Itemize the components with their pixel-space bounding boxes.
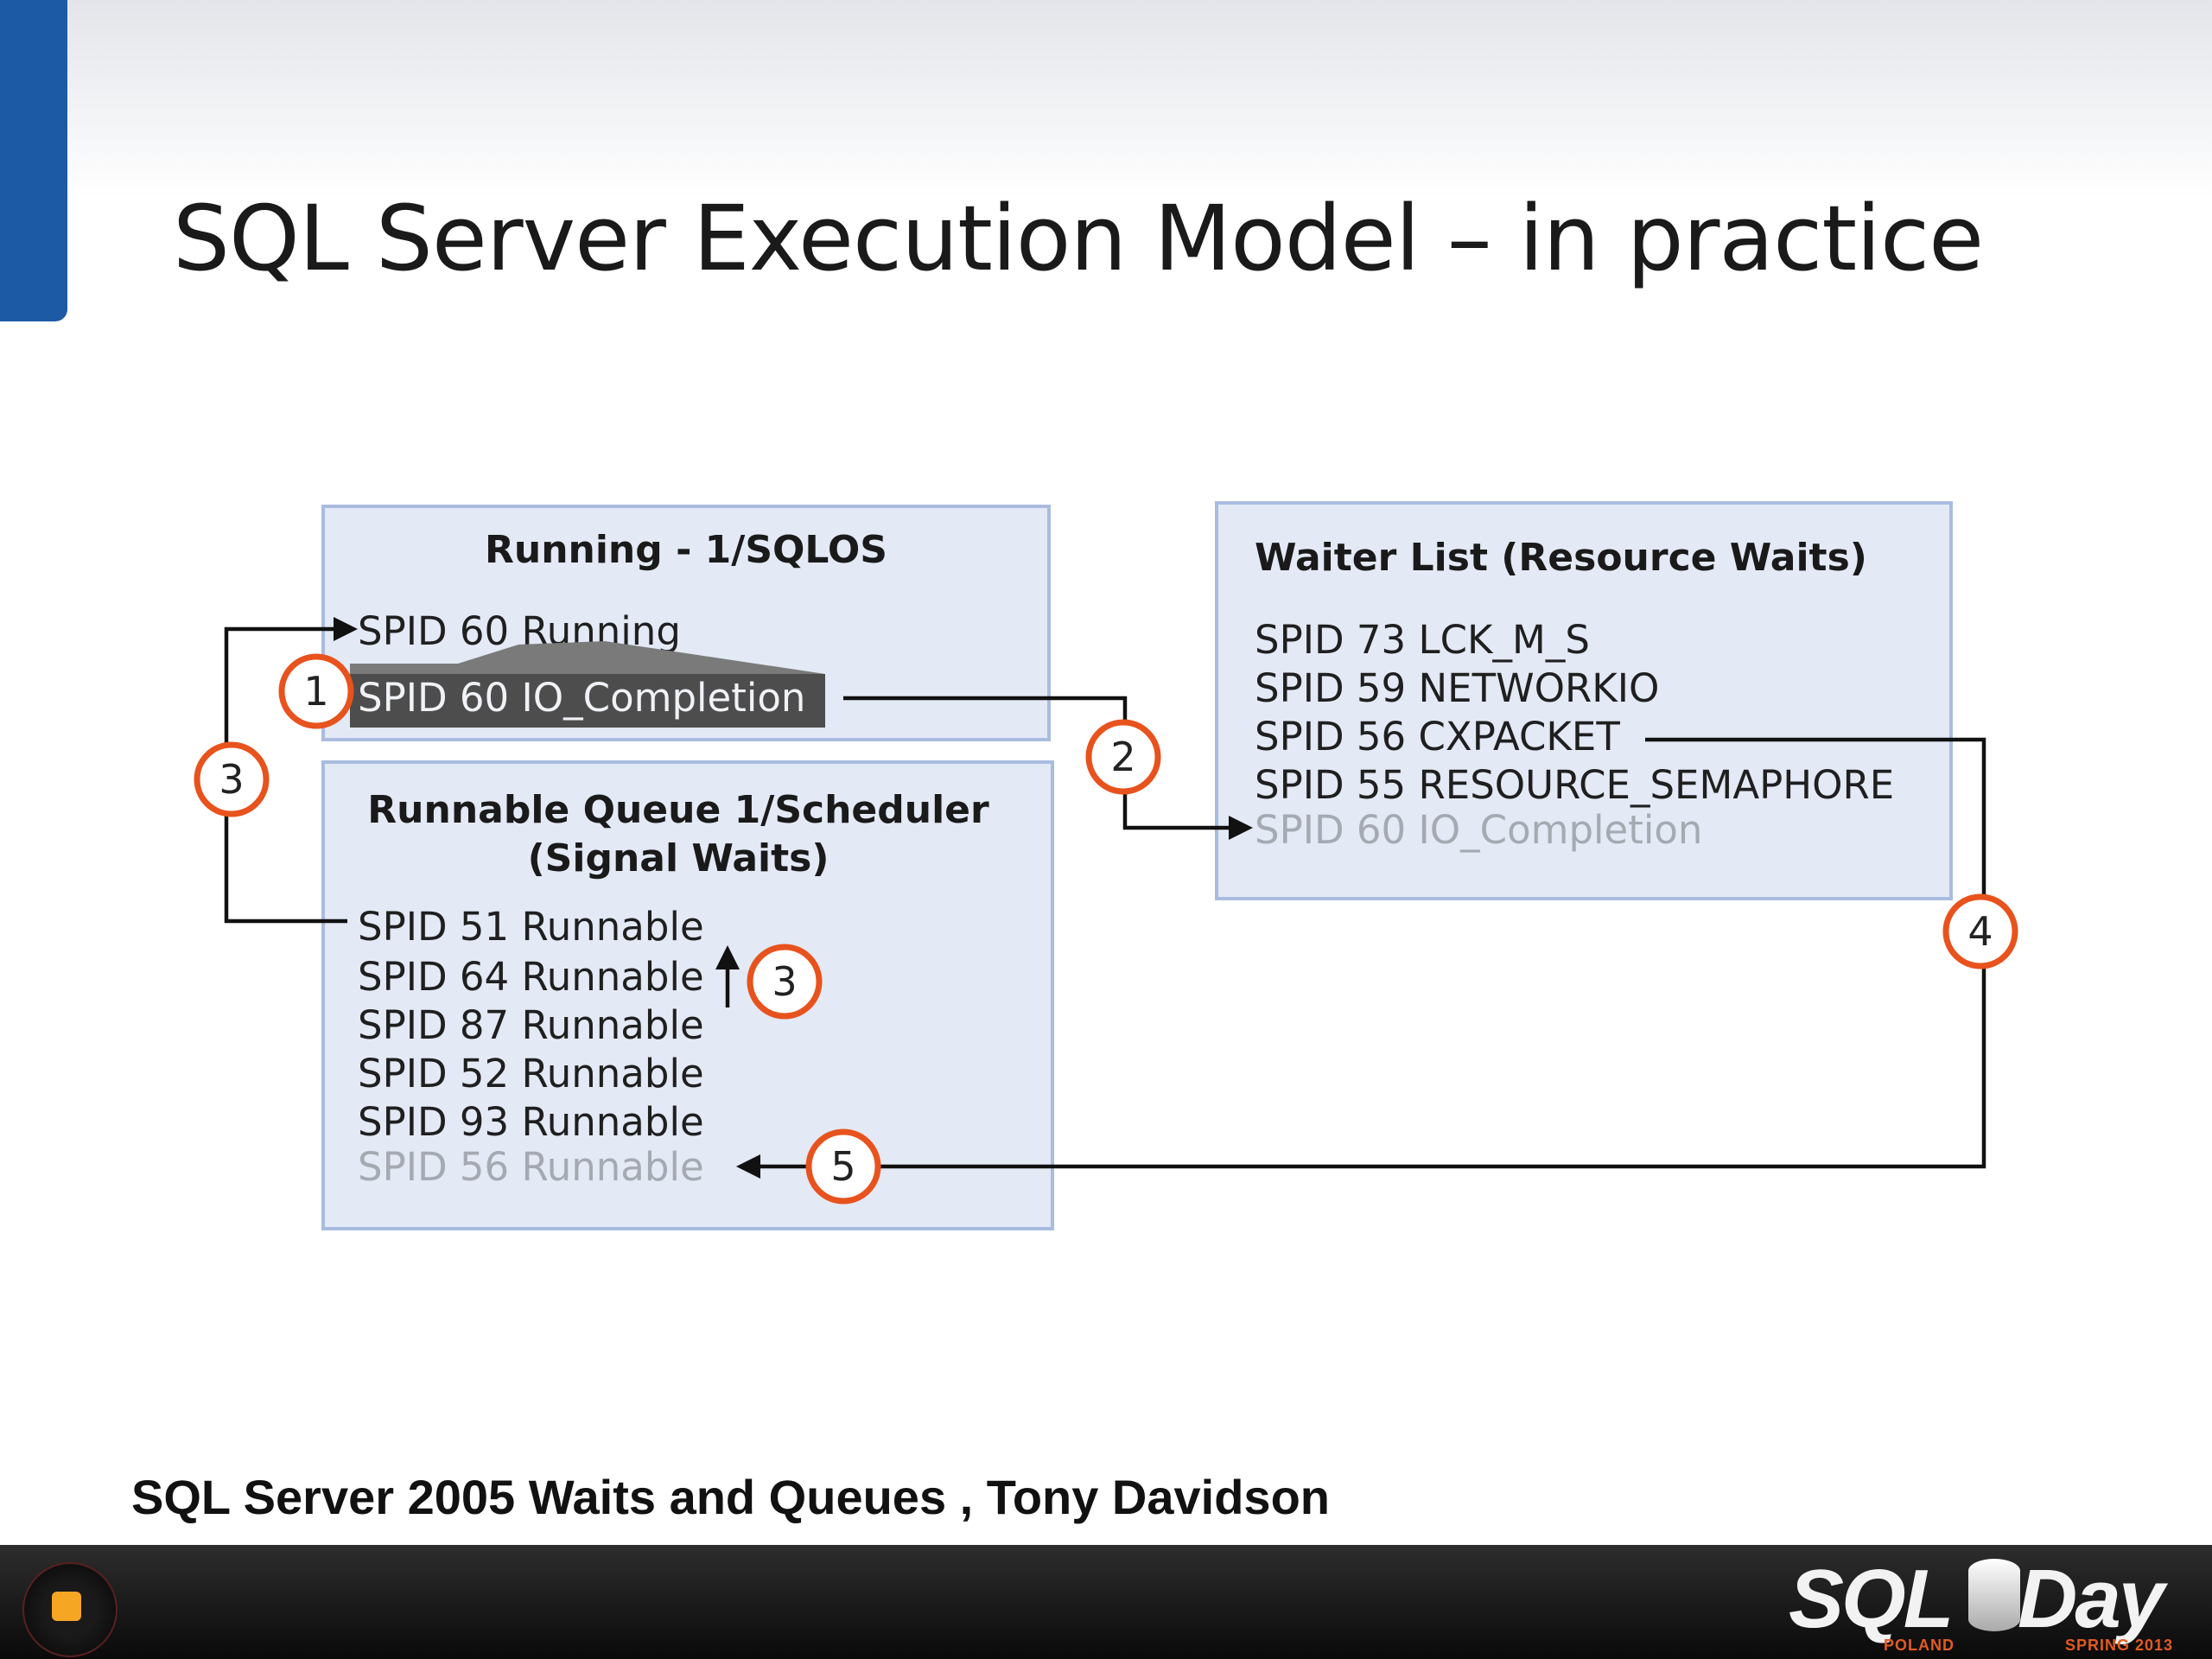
waiter-item: SPID 73 LCK_M_S — [1255, 617, 1590, 663]
running-item-io-completion: SPID 60 IO_Completion — [358, 675, 805, 721]
step-badge-3-queue: 3 — [747, 944, 823, 1020]
running-header: Running - 1/SQLOS — [485, 528, 887, 572]
runnable-item: SPID 52 Runnable — [358, 1051, 704, 1096]
svg-text:3: 3 — [772, 958, 797, 1005]
runnable-item: SPID 93 Runnable — [358, 1099, 704, 1145]
step-badge-2: 2 — [1085, 719, 1161, 795]
arrowhead-right — [1229, 816, 1253, 840]
source-citation: SQL Server 2005 Waits and Queues , Tony … — [131, 1470, 1330, 1524]
svg-text:5: 5 — [830, 1143, 855, 1190]
slides-app-icon — [52, 1592, 81, 1621]
waiter-item-pending: SPID 60 IO_Completion — [1255, 807, 1702, 853]
database-drum-icon — [1968, 1559, 2020, 1631]
arrowhead-right — [334, 617, 358, 641]
runnable-item: SPID 64 Runnable — [358, 954, 704, 1000]
waiter-list-box — [1215, 501, 1953, 900]
waiter-header: Waiter List (Resource Waits) — [1255, 536, 1867, 580]
logo-subtext-left: POLAND — [1884, 1637, 1955, 1654]
waiter-item: SPID 59 NETWORKIO — [1255, 665, 1659, 711]
svg-text:3: 3 — [219, 756, 244, 803]
step-badge-3-left: 3 — [194, 741, 270, 817]
runnable-item: SPID 51 Runnable — [358, 904, 704, 950]
logo-subtext-right: SPRING 2013 — [2065, 1637, 2174, 1654]
runnable-item-pending: SPID 56 Runnable — [358, 1144, 704, 1190]
runnable-queue-box — [321, 760, 1054, 1230]
waiter-item: SPID 56 CXPACKET — [1255, 714, 1620, 760]
accent-bar — [0, 0, 67, 321]
step-badge-4: 4 — [1942, 893, 2018, 969]
step-badge-1: 1 — [278, 653, 354, 729]
slide-title: SQL Server Execution Model – in practice — [173, 186, 1984, 291]
logo-text-left: SQL — [1789, 1553, 1954, 1645]
header-band — [0, 0, 2212, 199]
runnable-item: SPID 87 Runnable — [358, 1002, 704, 1048]
svg-text:1: 1 — [303, 668, 328, 715]
arrowhead-left — [736, 1154, 760, 1179]
step-badge-5: 5 — [805, 1128, 881, 1205]
svg-text:4: 4 — [1967, 908, 1993, 955]
footer-bar — [0, 1545, 2212, 1659]
svg-text:2: 2 — [1110, 734, 1135, 780]
sqlday-logo: SQL Day POLAND SPRING 2013 — [1780, 1547, 2195, 1657]
logo-text-right: Day — [2018, 1553, 2164, 1645]
io-completion-highlight — [350, 674, 825, 728]
arrowhead-up — [715, 945, 740, 969]
runnable-header-line1: Runnable Queue 1/Scheduler — [367, 788, 989, 832]
runnable-header-line2: (Signal Waits) — [528, 836, 830, 880]
waiter-item: SPID 55 RESOURCE_SEMAPHORE — [1255, 762, 1894, 808]
